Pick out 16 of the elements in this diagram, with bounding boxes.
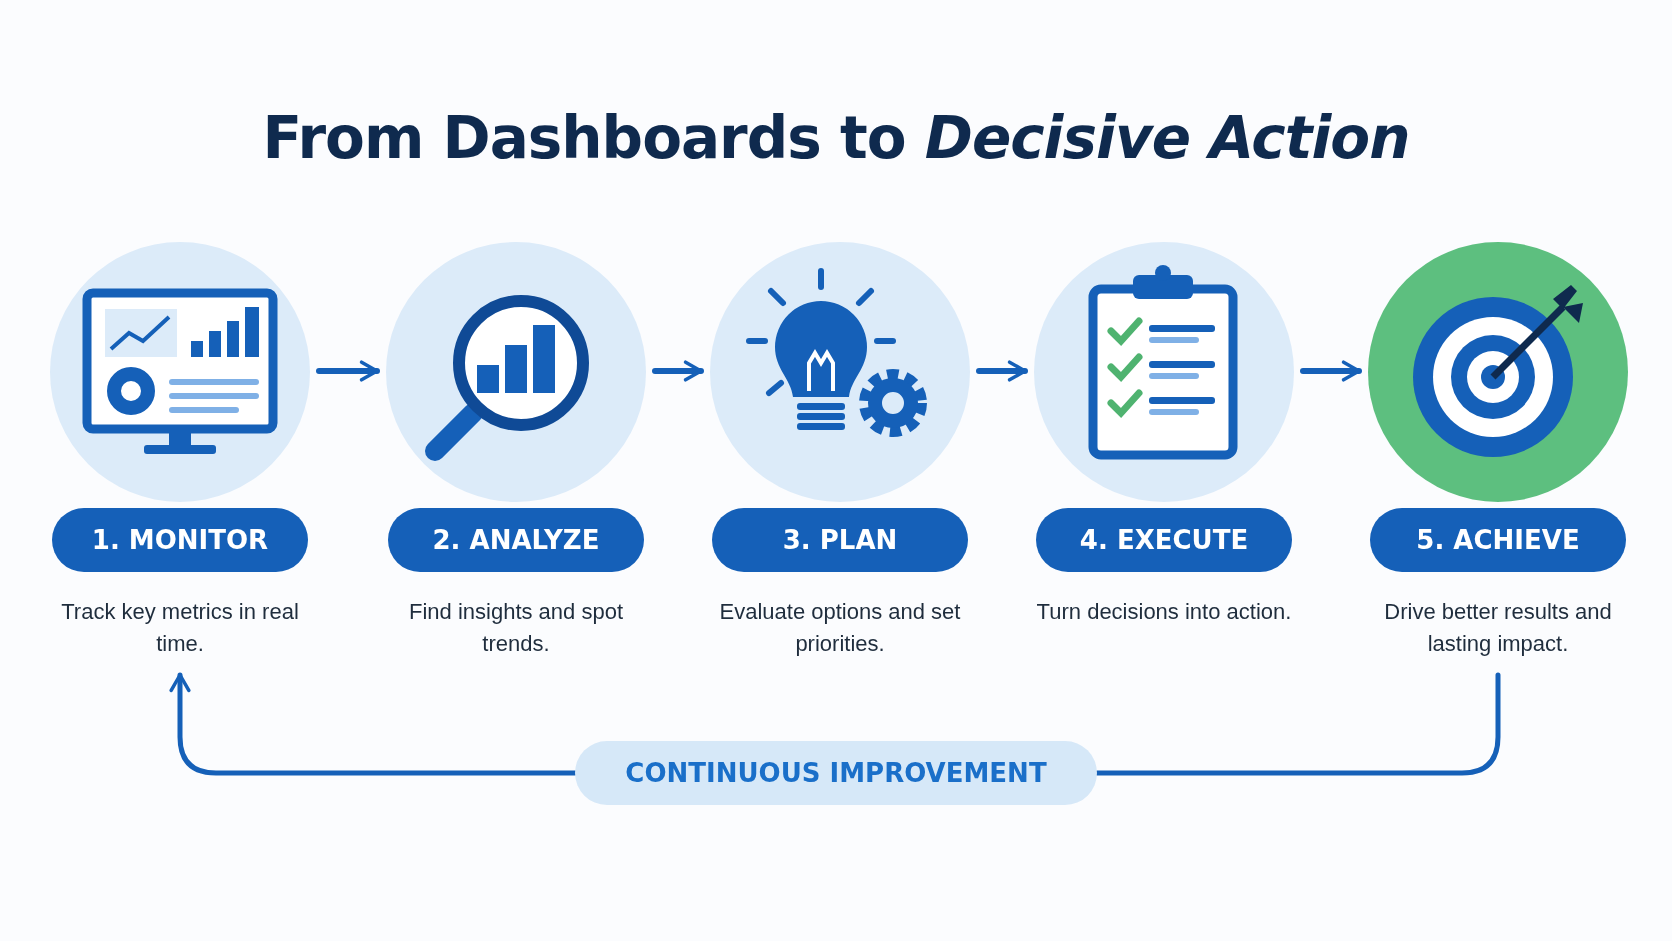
title: From Dashboards to Decisive Action <box>261 104 1411 172</box>
step-label: 1. MONITOR <box>52 508 308 572</box>
step-description: Drive better results and lasting impact. <box>1383 598 1613 658</box>
arrow <box>1300 360 1362 382</box>
loop-label: CONTINUOUS IMPROVEMENT <box>575 741 1097 805</box>
step-label: 3. PLAN <box>712 508 968 572</box>
step-label: 2. ANALYZE <box>388 508 644 572</box>
step-label: 5. ACHIEVE <box>1370 508 1626 572</box>
step-description: Evaluate options and set priorities. <box>718 598 962 658</box>
arrow <box>976 360 1028 382</box>
step-description: Turn decisions into action. <box>1035 598 1293 626</box>
step-description: Track key metrics in real time. <box>60 598 300 658</box>
arrow <box>316 360 380 382</box>
arrow <box>652 360 704 382</box>
step-label: 4. EXECUTE <box>1036 508 1292 572</box>
step-description: Find insights and spot trends. <box>408 598 624 658</box>
